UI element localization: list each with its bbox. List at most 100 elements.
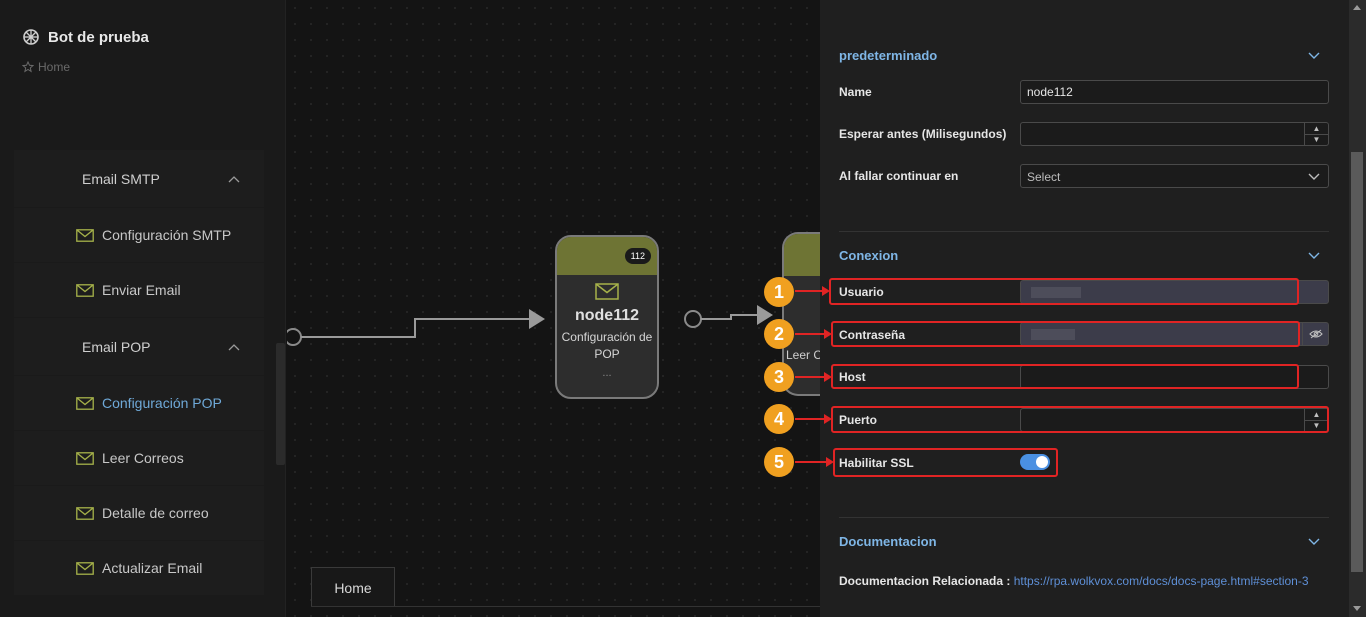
tab-home[interactable]: Home bbox=[311, 567, 395, 607]
mail-icon bbox=[76, 561, 94, 575]
arrow-head bbox=[529, 309, 545, 329]
node-description: Configuración de POP bbox=[561, 330, 653, 361]
documentation-link[interactable]: https://rpa.wolkvox.com/docs/docs-page.h… bbox=[1013, 574, 1309, 588]
sidebar: Bot de prueba Home Email SMTP Configurac… bbox=[0, 0, 286, 617]
host-input[interactable] bbox=[1020, 365, 1329, 389]
divider bbox=[839, 231, 1329, 232]
menu-item-configuracion-pop[interactable]: Configuración POP bbox=[14, 376, 264, 431]
scroll-down-arrow[interactable] bbox=[1353, 606, 1361, 611]
mail-icon bbox=[76, 283, 94, 297]
menu-item-actualizar-email[interactable]: Actualizar Email bbox=[14, 541, 264, 596]
tab-divider bbox=[311, 606, 820, 607]
masked-value bbox=[1031, 329, 1075, 340]
step-badge-1: 1 bbox=[764, 277, 794, 307]
sidebar-menu: Email SMTP Configuración SMTP Enviar Ema… bbox=[14, 150, 264, 596]
app-title: Bot de prueba bbox=[48, 28, 149, 46]
documentation-line: Documentacion Relacionada : https://rpa.… bbox=[839, 571, 1334, 592]
section-title-documentacion[interactable]: Documentacion bbox=[839, 534, 937, 549]
section-title-conexion[interactable]: Conexion bbox=[839, 248, 899, 263]
name-input[interactable] bbox=[1020, 80, 1329, 104]
section-title-predeterminado[interactable]: predeterminado bbox=[839, 48, 938, 63]
node-id-badge: 112 bbox=[624, 248, 651, 264]
decrement-button[interactable]: ▼ bbox=[1312, 421, 1321, 431]
user-input[interactable] bbox=[1020, 280, 1329, 304]
port-label: Puerto bbox=[839, 413, 878, 427]
ssl-label: Habilitar SSL bbox=[839, 456, 914, 470]
highlight-puerto bbox=[831, 406, 1329, 433]
wait-label: Esperar antes (Milisegundos) bbox=[839, 127, 1007, 141]
menu-group-email-smtp[interactable]: Email SMTP bbox=[14, 150, 264, 208]
chevron-down-icon[interactable] bbox=[1308, 538, 1320, 546]
eye-off-icon bbox=[1308, 329, 1323, 339]
mail-icon bbox=[76, 228, 94, 242]
wheel-icon bbox=[23, 29, 39, 45]
chevron-up-icon bbox=[228, 175, 240, 182]
arrow-head bbox=[757, 305, 773, 325]
divider bbox=[839, 517, 1329, 518]
menu-item-label: Actualizar Email bbox=[102, 560, 203, 576]
highlight-contrasena bbox=[831, 321, 1300, 347]
documentation-label: Documentacion Relacionada : bbox=[839, 574, 1011, 588]
brand: Bot de prueba bbox=[22, 28, 149, 46]
menu-group-email-pop[interactable]: Email POP bbox=[14, 318, 264, 376]
fail-select[interactable]: Select bbox=[1020, 164, 1329, 188]
chevron-up-icon bbox=[228, 343, 240, 350]
breadcrumb[interactable]: Home bbox=[22, 60, 70, 74]
connection-lines bbox=[287, 305, 773, 346]
menu-item-label: Configuración SMTP bbox=[102, 227, 232, 243]
user-label: Usuario bbox=[839, 285, 884, 299]
ssl-toggle[interactable] bbox=[1020, 454, 1050, 470]
step-badge-4: 4 bbox=[764, 404, 794, 434]
increment-button[interactable]: ▲ bbox=[1305, 409, 1328, 421]
step-badge-2: 2 bbox=[764, 319, 794, 349]
star-icon bbox=[22, 61, 34, 73]
menu-item-label: Enviar Email bbox=[102, 282, 181, 298]
menu-group-label: Email POP bbox=[82, 338, 151, 355]
highlight-usuario bbox=[829, 278, 1299, 305]
host-label: Host bbox=[839, 370, 866, 384]
flow-node-112[interactable]: 112 node112 Configuración de POP ... bbox=[555, 235, 659, 399]
connection-line bbox=[301, 318, 531, 338]
masked-value bbox=[1031, 287, 1081, 298]
connector-port bbox=[684, 310, 702, 328]
chevron-down-icon bbox=[1308, 173, 1320, 180]
chevron-down-icon[interactable] bbox=[1308, 252, 1320, 260]
port-stepper[interactable]: ▲ ▼ bbox=[1304, 409, 1328, 431]
fail-select-placeholder: Select bbox=[1027, 170, 1061, 184]
highlight-ssl bbox=[833, 448, 1058, 477]
menu-item-enviar-email[interactable]: Enviar Email bbox=[14, 263, 264, 318]
node-more: ... bbox=[602, 367, 612, 379]
toggle-visibility-button[interactable] bbox=[1302, 323, 1328, 345]
increment-button[interactable]: ▲ bbox=[1305, 123, 1328, 135]
menu-item-leer-correos[interactable]: Leer Correos bbox=[14, 431, 264, 486]
mail-icon bbox=[76, 396, 94, 410]
menu-item-detalle-de-correo[interactable]: Detalle de correo bbox=[14, 486, 264, 541]
scroll-thumb[interactable] bbox=[1351, 152, 1363, 572]
mail-icon bbox=[557, 283, 657, 305]
step-badge-3: 3 bbox=[764, 362, 794, 392]
highlight-host bbox=[831, 364, 1299, 389]
flow-canvas[interactable]: 112 node112 Configuración de POP ... Lee… bbox=[287, 0, 842, 617]
toggle-knob bbox=[1036, 456, 1048, 468]
connector-port bbox=[287, 328, 302, 346]
scroll-up-arrow[interactable] bbox=[1353, 5, 1361, 10]
mail-icon bbox=[76, 506, 94, 520]
sidebar-scrollbar[interactable] bbox=[276, 343, 285, 465]
menu-item-configuracion-smtp[interactable]: Configuración SMTP bbox=[14, 208, 264, 263]
menu-item-label: Leer Correos bbox=[102, 450, 184, 466]
connection-line bbox=[701, 314, 757, 320]
chevron-down-icon[interactable] bbox=[1308, 52, 1320, 60]
breadcrumb-home[interactable]: Home bbox=[38, 60, 71, 74]
node-name: node112 bbox=[574, 307, 640, 324]
node-description: Leer C bbox=[786, 348, 823, 362]
password-label: Contraseña bbox=[839, 328, 906, 342]
menu-item-label: Detalle de correo bbox=[102, 505, 209, 521]
decrement-button[interactable]: ▼ bbox=[1312, 135, 1321, 145]
panel-scrollbar[interactable] bbox=[1349, 0, 1366, 617]
fail-label: Al fallar continuar en bbox=[839, 169, 959, 183]
wait-input[interactable]: ▲ ▼ bbox=[1020, 122, 1329, 146]
menu-item-label: Configuración POP bbox=[102, 395, 222, 411]
name-label: Name bbox=[839, 85, 872, 99]
wait-stepper[interactable]: ▲ ▼ bbox=[1304, 123, 1328, 145]
